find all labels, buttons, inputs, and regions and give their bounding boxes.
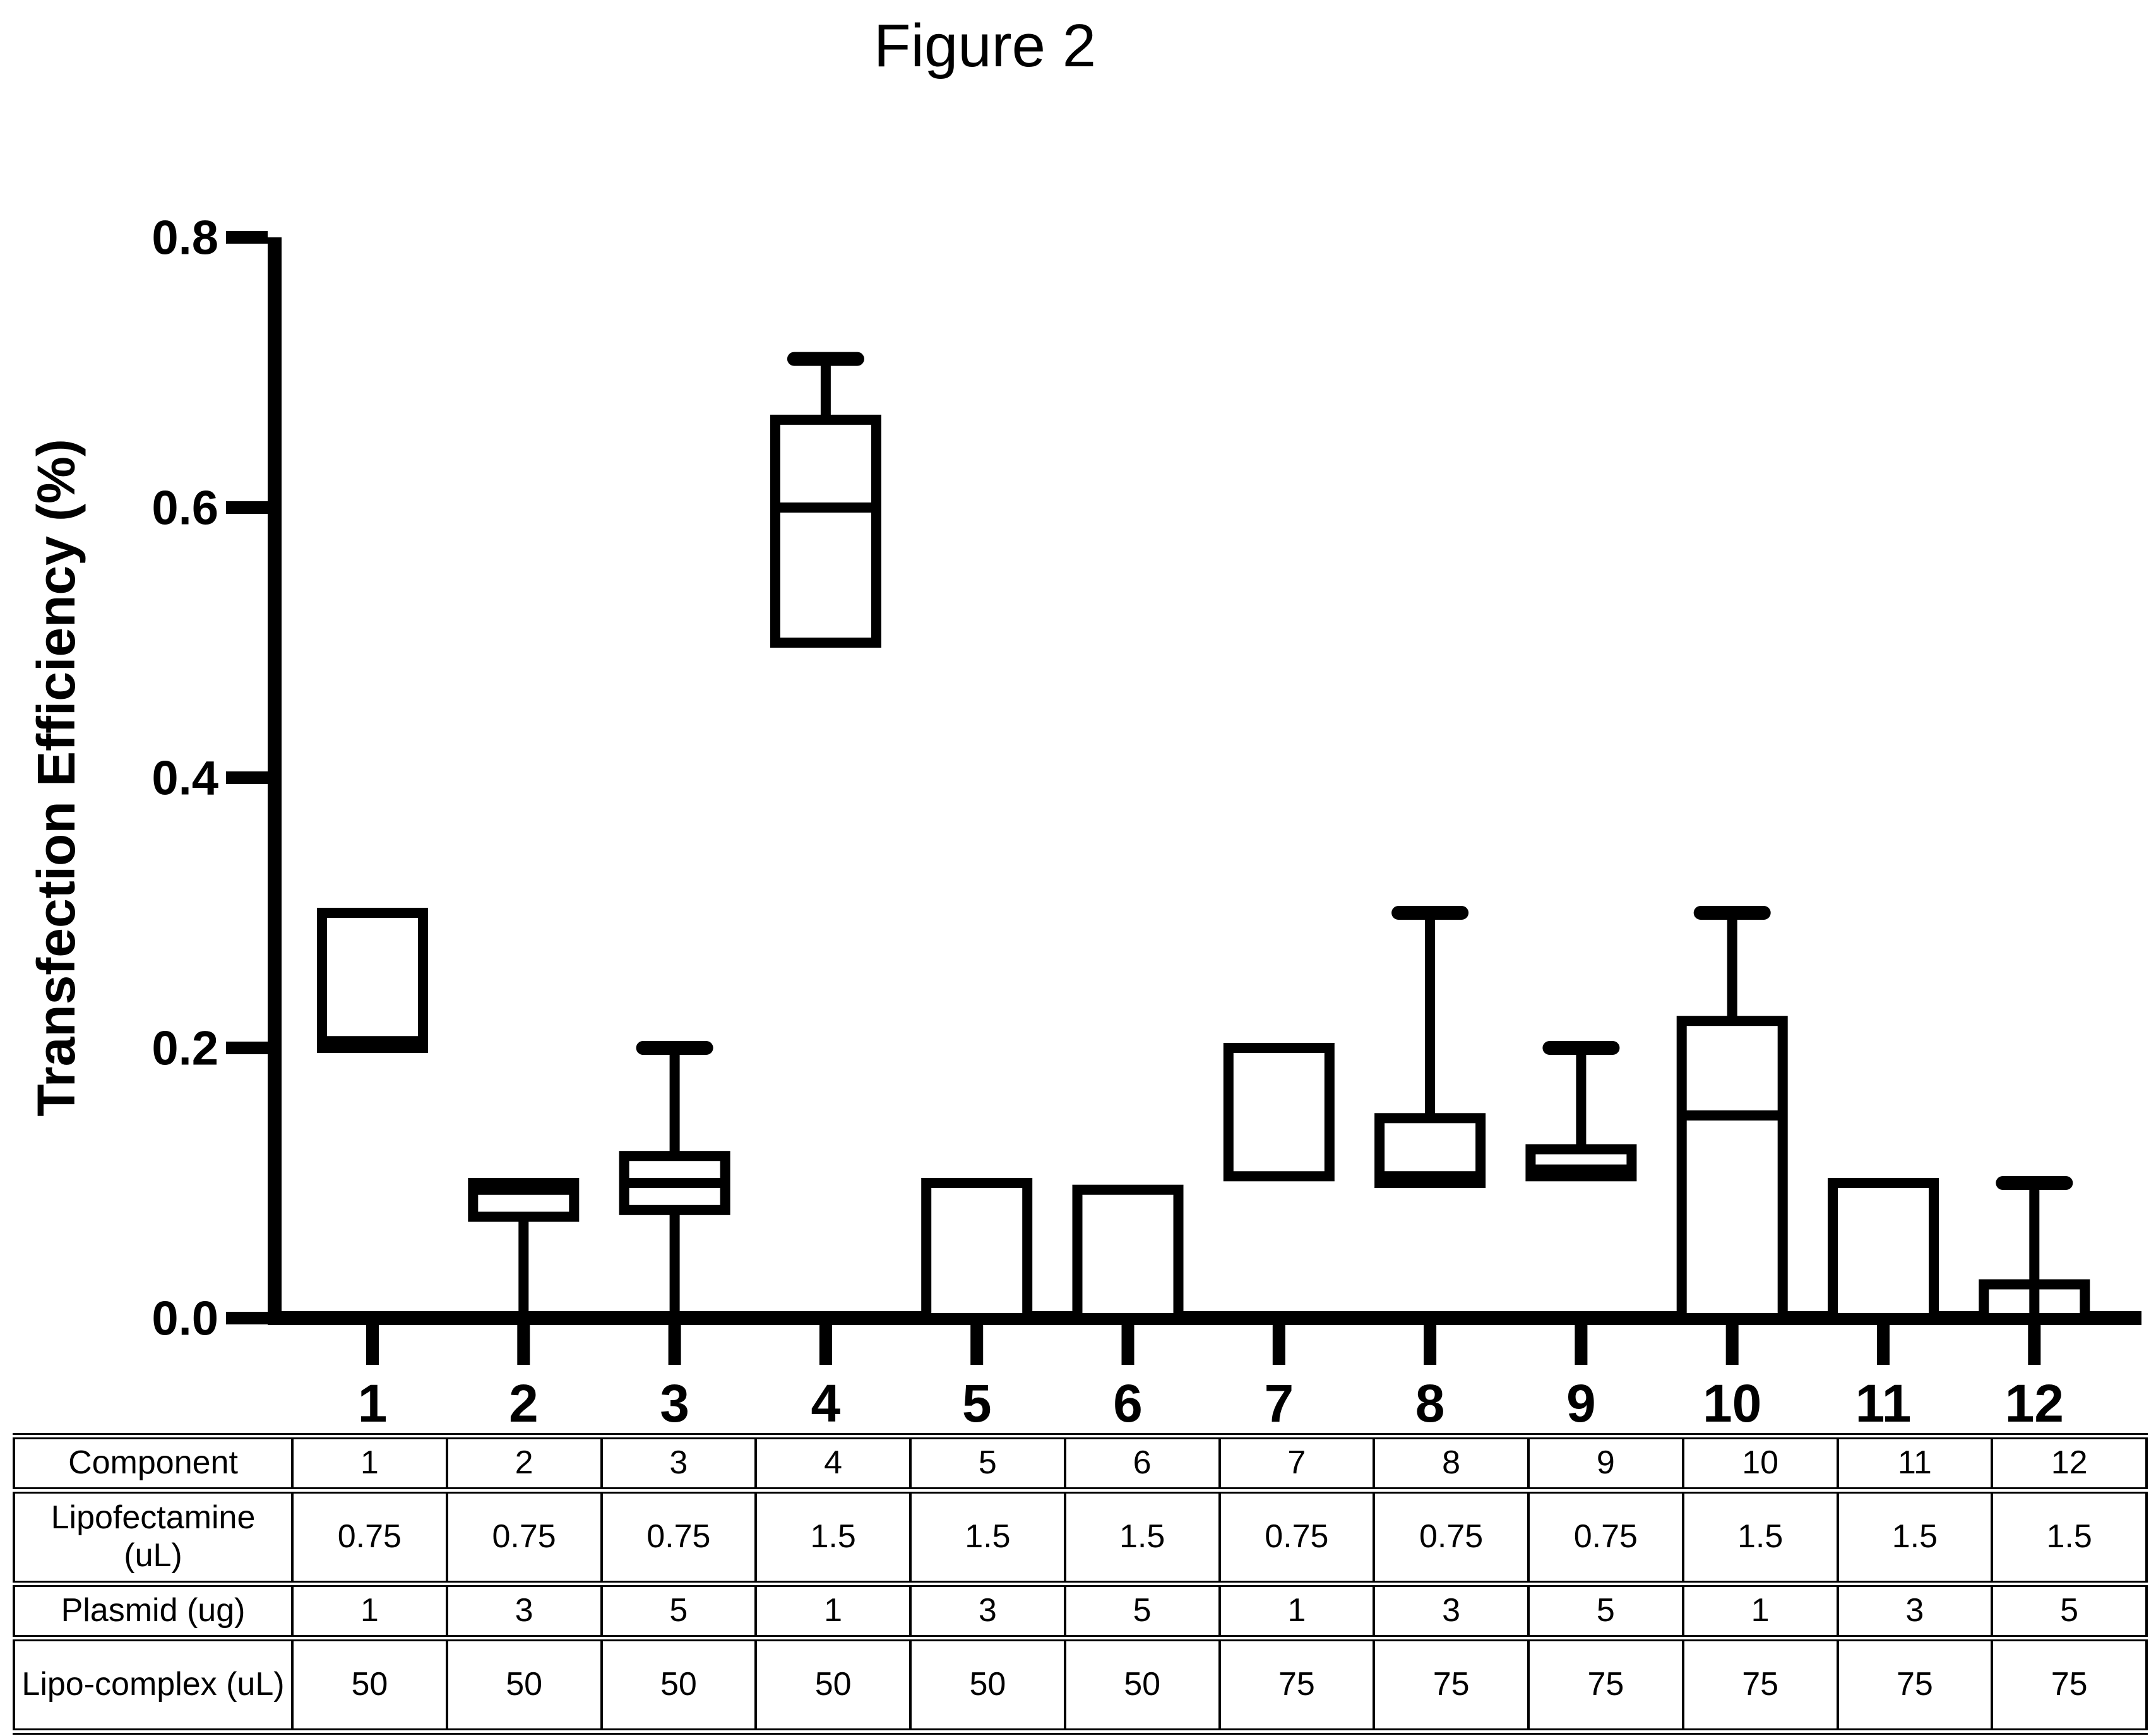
boxplot-group-9 xyxy=(1525,1041,1637,1182)
table-cell: 50 xyxy=(1063,1635,1221,1735)
row-header-cell: Component xyxy=(13,1433,294,1494)
table-cell: 3 xyxy=(909,1581,1066,1641)
table-cell: 0.75 xyxy=(291,1487,448,1587)
x-category-label: 6 xyxy=(1113,1374,1143,1433)
table-cell: 75 xyxy=(1836,1635,1994,1735)
y-axis-title: Transfection Efficiency (%) xyxy=(27,439,86,1117)
table-cell: 75 xyxy=(1681,1635,1839,1735)
table-cell: 1 xyxy=(1218,1581,1376,1641)
x-category-label: 5 xyxy=(962,1374,992,1433)
table-cell: 1.5 xyxy=(1063,1487,1221,1587)
table-cell: 50 xyxy=(291,1635,448,1735)
y-tick-label: 0.2 xyxy=(152,1022,218,1076)
x-category-label: 1 xyxy=(358,1374,388,1433)
table-cell: 2 xyxy=(445,1433,603,1494)
table-cell: 50 xyxy=(445,1635,603,1735)
table-cell: 3 xyxy=(445,1581,603,1641)
boxplot-group-4 xyxy=(770,352,881,648)
table-cell: 5 xyxy=(1527,1581,1684,1641)
table-cell: 6 xyxy=(1063,1433,1221,1494)
boxplot-group-1 xyxy=(317,908,428,1053)
box-series xyxy=(317,352,2090,1323)
table-cell: 75 xyxy=(1373,1635,1530,1735)
x-category-label: 12 xyxy=(2005,1374,2064,1433)
boxplot-group-5 xyxy=(921,1178,1033,1323)
table-cell: 1.5 xyxy=(1836,1487,1994,1587)
table-cell: 75 xyxy=(1991,1635,2148,1735)
x-category-label: 2 xyxy=(509,1374,539,1433)
row-header-cell: Plasmid (ug) xyxy=(13,1581,294,1641)
y-tick-label: 0.8 xyxy=(152,211,218,265)
table-cell: 5 xyxy=(909,1433,1066,1494)
table-cell: 50 xyxy=(754,1635,912,1735)
boxplot-group-7 xyxy=(1223,1043,1335,1182)
table-cell: 8 xyxy=(1373,1433,1530,1494)
table-cell: 7 xyxy=(1218,1433,1376,1494)
boxplot-group-2 xyxy=(468,1178,580,1318)
table-cell: 0.75 xyxy=(1373,1487,1530,1587)
table-cell: 1.5 xyxy=(909,1487,1066,1587)
table-cell: 4 xyxy=(754,1433,912,1494)
box-rect xyxy=(1072,1184,1184,1323)
table-cell: 1 xyxy=(291,1433,448,1494)
table-cell: 5 xyxy=(1991,1581,2148,1641)
table-cell: 50 xyxy=(600,1635,758,1735)
y-tick-label: 0.4 xyxy=(152,752,218,806)
table-cell: 1 xyxy=(1681,1581,1839,1641)
table-cell: 0.75 xyxy=(1527,1487,1684,1587)
x-category-label: 8 xyxy=(1415,1374,1445,1433)
box-rect xyxy=(317,908,428,1053)
y-tick-label: 0.6 xyxy=(152,482,218,535)
boxplot-group-3 xyxy=(619,1041,730,1318)
boxplot-group-6 xyxy=(1072,1184,1184,1323)
table-cell: 0.75 xyxy=(445,1487,603,1587)
table-cell: 10 xyxy=(1681,1433,1839,1494)
chart-title: Figure 2 xyxy=(874,12,1096,80)
box-rect xyxy=(1676,1016,1788,1323)
table-cell: 5 xyxy=(1063,1581,1221,1641)
table-cell: 1.5 xyxy=(1681,1487,1839,1587)
table-cell: 0.75 xyxy=(1218,1487,1376,1587)
boxplot-group-10 xyxy=(1676,906,1788,1323)
table-cell: 1 xyxy=(291,1581,448,1641)
table-cell: 75 xyxy=(1218,1635,1376,1735)
row-header-cell: Lipofectamine (uL) xyxy=(13,1487,294,1587)
table-cell: 75 xyxy=(1527,1635,1684,1735)
box-rect xyxy=(770,414,881,648)
box-rect xyxy=(921,1178,1033,1323)
y-tick-label: 0.0 xyxy=(152,1292,218,1346)
box-rect xyxy=(1828,1178,1939,1323)
table-cell: 3 xyxy=(1373,1581,1530,1641)
table-cell: 5 xyxy=(600,1581,758,1641)
boxplot-group-11 xyxy=(1828,1178,1939,1323)
x-category-label: 4 xyxy=(811,1374,841,1433)
x-category-label: 10 xyxy=(1703,1374,1761,1433)
table-cell: 12 xyxy=(1991,1433,2148,1494)
table-cell: 50 xyxy=(909,1635,1066,1735)
x-category-label: 3 xyxy=(660,1374,689,1433)
table-cell: 1.5 xyxy=(1991,1487,2148,1587)
table-cell: 1.5 xyxy=(754,1487,912,1587)
table-cell: 9 xyxy=(1527,1433,1684,1494)
x-category-label: 7 xyxy=(1264,1374,1294,1433)
table-cell: 1 xyxy=(754,1581,912,1641)
table-cell: 3 xyxy=(600,1433,758,1494)
boxplot-chart: Figure 2 Transfection Efficiency (%) 0.0… xyxy=(27,12,2141,1433)
x-category-label: 9 xyxy=(1566,1374,1596,1433)
boxplot-group-12 xyxy=(1979,1176,2090,1323)
table-cell: 0.75 xyxy=(600,1487,758,1587)
box-rect xyxy=(1223,1043,1335,1182)
table-cell: 3 xyxy=(1836,1581,1994,1641)
boxplot-group-8 xyxy=(1374,906,1486,1189)
table-cell: 11 xyxy=(1836,1433,1994,1494)
x-category-label: 11 xyxy=(1855,1374,1912,1433)
row-header-cell: Lipo-complex (uL) xyxy=(13,1635,294,1735)
